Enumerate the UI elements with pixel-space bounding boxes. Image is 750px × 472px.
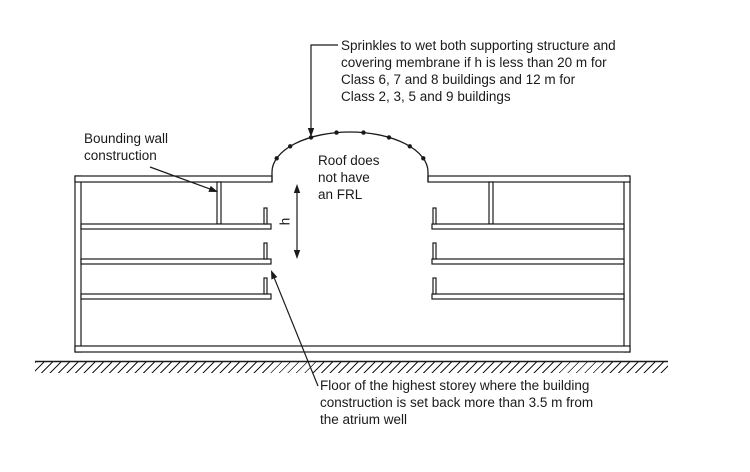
atrium-edge-upstand [432,277,437,295]
sprinkler-head-dot [407,144,412,149]
atrium-edge-upstands [263,207,437,295]
sprinkler-head-dot [386,135,392,140]
floor-slab [431,258,625,265]
atrium-edge-upstand [263,277,268,295]
floor-slab [80,258,272,265]
floors-left [80,223,272,300]
floor-slab [431,223,625,230]
bottom-slab [74,345,631,353]
sprinkler-head-dot [421,156,426,161]
h-dimension [293,184,301,259]
atrium-edge-upstand [432,207,437,225]
floors-right [431,223,625,300]
left-wall [74,175,82,353]
annotation-highest-floor: Floor of the highest storey where the bu… [320,378,594,427]
floor-slab [80,293,272,300]
sprinkler-dots [274,130,426,161]
roof-left [74,175,273,183]
leader-arrow [208,185,218,192]
roof-right [427,175,631,183]
sprinkler-head-dot [334,130,339,135]
bounding-wall-left [216,181,222,225]
floor-leader [271,270,319,387]
sprinkler-head-dot [308,135,314,140]
bounding-wall-leader [149,166,218,192]
sprinkler-head-dot [274,156,279,161]
sprinkler-leader [307,44,338,137]
building-outline [74,175,631,353]
atrium-edge-upstand [432,242,437,260]
floor-slab [431,293,625,300]
annotation-roof-frl: Roof does not have an FRL [318,153,380,202]
leader-arrow-down [307,128,315,137]
sprinkler-head-dot [288,144,293,149]
dimension-h-label: h [277,217,293,226]
annotation-sprinkler-note: Sprinkles to wet both supporting structu… [341,38,616,104]
atrium-edge-upstand [263,207,268,225]
sprinkler-head-dot [361,130,366,135]
atrium-edge-upstand [263,242,268,260]
dimension-arrow-down [293,250,301,259]
atrium-roof-dome [271,131,429,182]
annotation-bounding-wall: Bounding wall construction [84,131,169,163]
right-wall [623,175,631,353]
ground-hatching [35,362,668,373]
leader-arrow [271,270,278,280]
floor-slab [80,223,272,230]
dimension-arrow-up [293,184,301,193]
bounding-wall-right [488,181,494,225]
